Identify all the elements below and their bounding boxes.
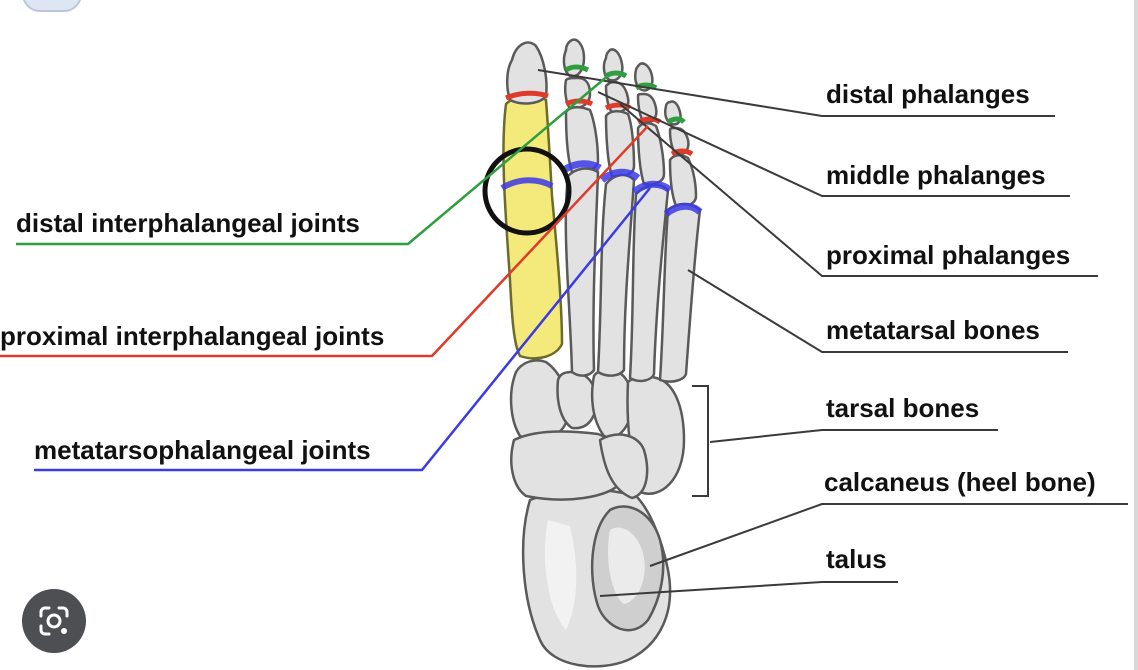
label-distal-phalanges: distal phalanges <box>826 79 1030 109</box>
leader-proximal-phalanges <box>619 103 1098 277</box>
joint-highlight-circle <box>482 146 572 236</box>
second-toe <box>562 38 602 377</box>
leader-distal-phalanges <box>537 69 1055 117</box>
label-middle-phalanges: middle phalanges <box>826 160 1046 190</box>
leader-talus <box>599 581 898 597</box>
talus-bone <box>590 505 665 632</box>
fifth-toe <box>658 100 703 383</box>
tarsal-bracket <box>692 385 709 497</box>
fourth-toe <box>628 62 673 383</box>
leader-calcaneus <box>649 503 1128 567</box>
label-talus: talus <box>826 544 887 574</box>
leader-tarsal-bones <box>709 429 998 443</box>
leader-distal-interphalangeal-joints <box>16 73 611 246</box>
google-lens-icon <box>39 606 69 636</box>
lens-search-button[interactable] <box>22 589 86 653</box>
leader-lines <box>537 69 1128 597</box>
leader-proximal-interphalangeal-joints <box>0 125 649 358</box>
label-calcaneus: calcaneus (heel bone) <box>824 467 1096 497</box>
big-toe <box>500 41 564 360</box>
tarsal-bones-group <box>509 359 686 501</box>
label-proximal-phalanges: proximal phalanges <box>826 240 1070 270</box>
leader-middle-phalanges <box>597 91 1070 197</box>
label-distal-interphalangeal-joints: distal interphalangeal joints <box>16 208 360 238</box>
label-tarsal-bones: tarsal bones <box>826 393 979 423</box>
label-metatarsophalangeal-joints: metatarsophalangeal joints <box>34 435 371 465</box>
label-proximal-interphalangeal-joints: proximal interphalangeal joints <box>0 321 384 351</box>
leader-metatarsal-bones <box>687 269 1068 353</box>
scrollbar-edge[interactable] <box>1134 0 1138 670</box>
leader-metatarsophalangeal-joints <box>34 187 651 472</box>
label-metatarsal-bones: metatarsal bones <box>826 315 1040 345</box>
